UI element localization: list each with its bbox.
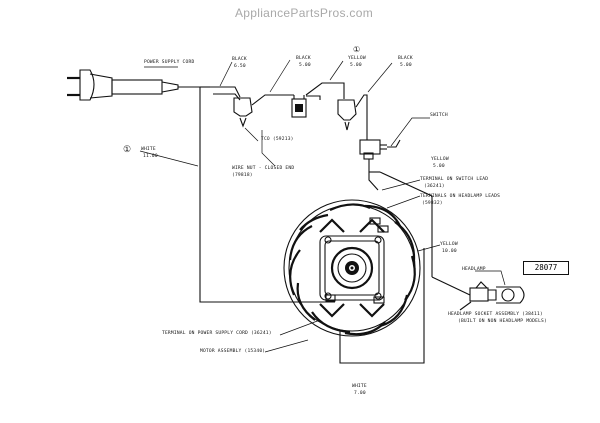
label-black-3: BLACK bbox=[398, 56, 413, 61]
label-yellow-1-len: 5.00 bbox=[350, 63, 362, 68]
headlamp-bulb bbox=[496, 286, 525, 304]
label-term-headlamp: TERMINALS ON HEADLAMP LEADS bbox=[420, 194, 501, 199]
label-term-headlamp-part: (59832) bbox=[422, 201, 443, 206]
label-black-2-len: 5.00 bbox=[299, 63, 311, 68]
label-wirenut: WIRE NUT - CLOSED END bbox=[232, 166, 295, 171]
label-yellow-3-len: 10.00 bbox=[442, 249, 457, 254]
switch-component bbox=[359, 139, 387, 160]
label-wirenut-part: (79818) bbox=[232, 173, 253, 178]
label-white-2: WHITE bbox=[352, 384, 367, 389]
label-black-1-len: 6.50 bbox=[234, 64, 246, 69]
label-headlamp: HEADLAMP bbox=[462, 267, 486, 272]
label-black-1: BLACK bbox=[232, 57, 247, 62]
label-white-2-len: 7.00 bbox=[354, 391, 366, 396]
label-yellow-3: YELLOW bbox=[440, 242, 458, 247]
label-switch: SWITCH bbox=[430, 113, 448, 118]
label-yellow-2: YELLOW bbox=[431, 157, 449, 162]
wirenut-left-icon bbox=[233, 97, 253, 128]
tco-thermal-cutoff bbox=[291, 95, 307, 118]
wirenut-right-icon bbox=[337, 99, 357, 131]
label-white-1-len: 11.00 bbox=[143, 154, 158, 159]
yellow-1-mark-icon: ① bbox=[353, 45, 361, 54]
label-power-cord: POWER SUPPLY CORD bbox=[144, 60, 195, 65]
label-white-1: WHITE bbox=[141, 147, 156, 152]
diagram-id-badge: 28077 bbox=[523, 261, 569, 275]
label-black-2: BLACK bbox=[296, 56, 311, 61]
label-term-switch-part: (36241) bbox=[424, 184, 445, 189]
label-socket-note: (BUILT ON NON HEADLAMP MODELS) bbox=[458, 319, 547, 324]
label-black-3-len: 5.00 bbox=[400, 63, 412, 68]
label-term-cord: TERMINAL ON POWER SUPPLY CORD (36241) bbox=[162, 331, 272, 336]
motor-assembly bbox=[283, 199, 421, 337]
watermark: AppliancePartsPros.com bbox=[235, 6, 373, 20]
label-motor: MOTOR ASSEMBLY (15340) bbox=[200, 349, 266, 354]
label-tco: TCO (59213) bbox=[261, 137, 294, 142]
label-yellow-1: YELLOW bbox=[348, 56, 366, 61]
label-socket: HEADLAMP SOCKET ASSEMBLY (38411) bbox=[448, 312, 543, 317]
headlamp-socket bbox=[459, 281, 497, 311]
label-term-switch: TERMINAL ON SWITCH LEAD bbox=[420, 177, 489, 182]
plug-icon bbox=[67, 69, 179, 101]
label-yellow-2-len: 5.00 bbox=[433, 164, 445, 169]
white-mark-icon: ① bbox=[123, 145, 132, 155]
